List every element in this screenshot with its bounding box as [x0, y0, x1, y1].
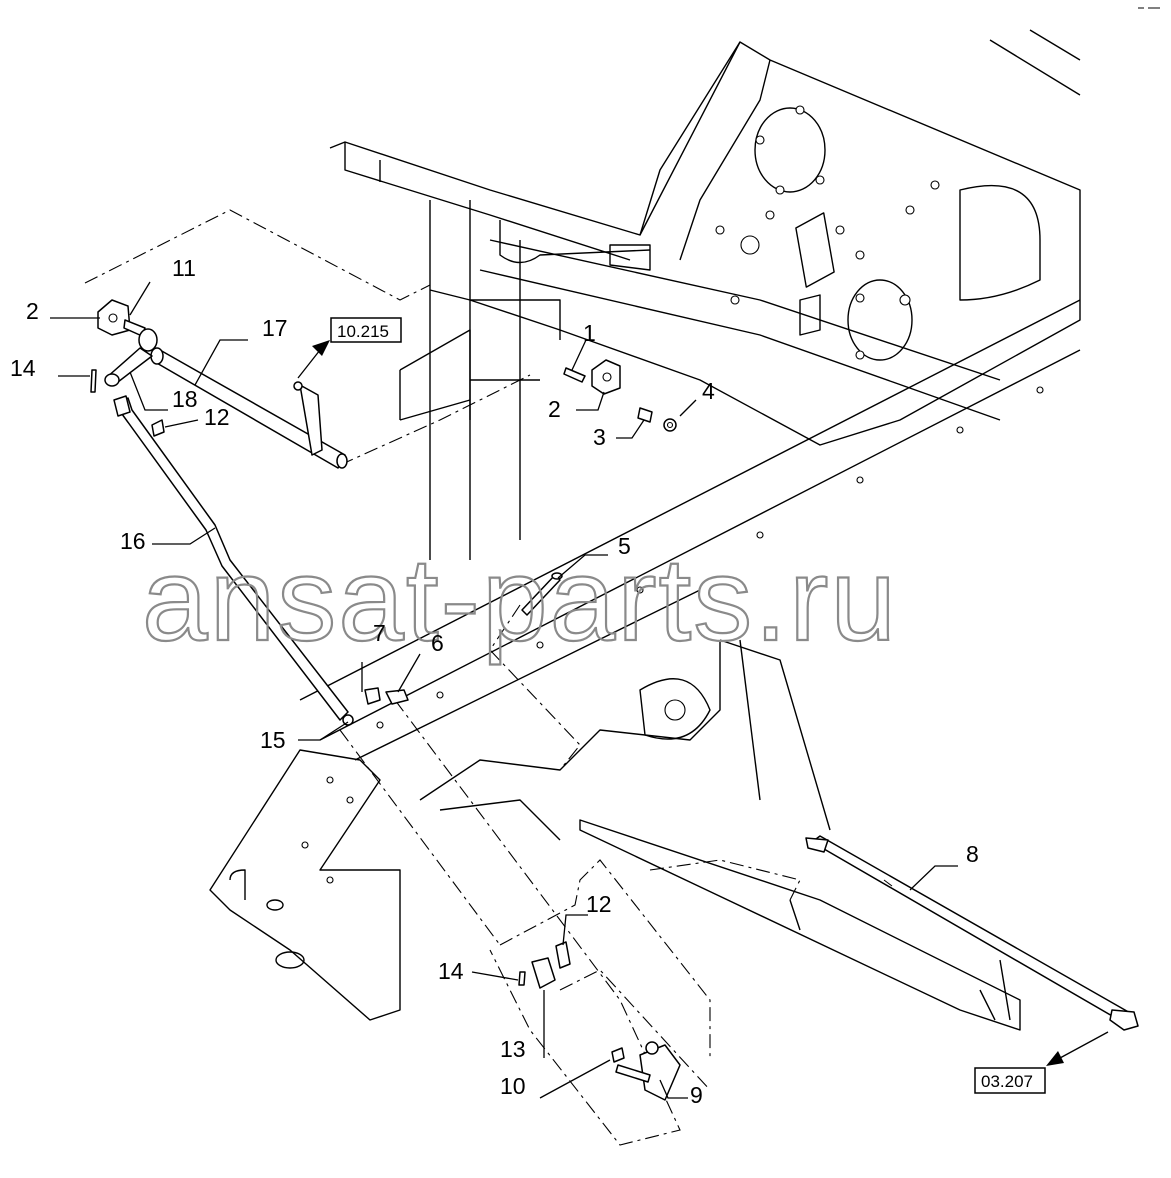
callout-1: 1 — [583, 320, 596, 346]
reference-label-top: 10.215 — [337, 322, 389, 341]
callout-4: 4 — [702, 378, 715, 404]
callout-15: 15 — [260, 727, 286, 753]
callout-2-top-left: 2 — [26, 298, 39, 324]
callout-11: 11 — [172, 255, 196, 281]
leader-lines — [50, 281, 1109, 1099]
callouts: 2 11 14 17 18 12 16 15 1 2 3 4 5 7 6 8 1… — [10, 255, 979, 1108]
callout-7: 7 — [373, 620, 386, 646]
callout-12-top: 12 — [204, 404, 230, 430]
callout-17: 17 — [262, 315, 288, 341]
callout-2-right: 2 — [548, 396, 561, 422]
watermark-text: ansat-parts.ru — [142, 534, 898, 666]
callout-14-top: 14 — [10, 355, 36, 381]
machine-frame — [209, 29, 1081, 1031]
ref-arrow-bottom — [1046, 1051, 1064, 1066]
callout-10: 10 — [500, 1073, 526, 1099]
parts — [90, 299, 1139, 1101]
reference-box-bottom: 03.207 — [974, 1067, 1046, 1094]
callout-18: 18 — [172, 386, 198, 412]
phantom-lines — [84, 209, 801, 1146]
callout-6: 6 — [431, 630, 444, 656]
ref-arrow-top — [312, 340, 330, 356]
callout-3: 3 — [593, 424, 606, 450]
reference-box-top: 10.215 — [330, 317, 402, 343]
callout-16: 16 — [120, 528, 146, 554]
callout-14-bottom: 14 — [438, 958, 464, 984]
reference-label-bottom: 03.207 — [981, 1072, 1033, 1091]
callout-8: 8 — [966, 841, 979, 867]
callout-13: 13 — [500, 1036, 526, 1062]
callout-5: 5 — [618, 533, 631, 559]
callout-12-bottom: 12 — [586, 891, 612, 917]
callout-9: 9 — [690, 1082, 703, 1108]
